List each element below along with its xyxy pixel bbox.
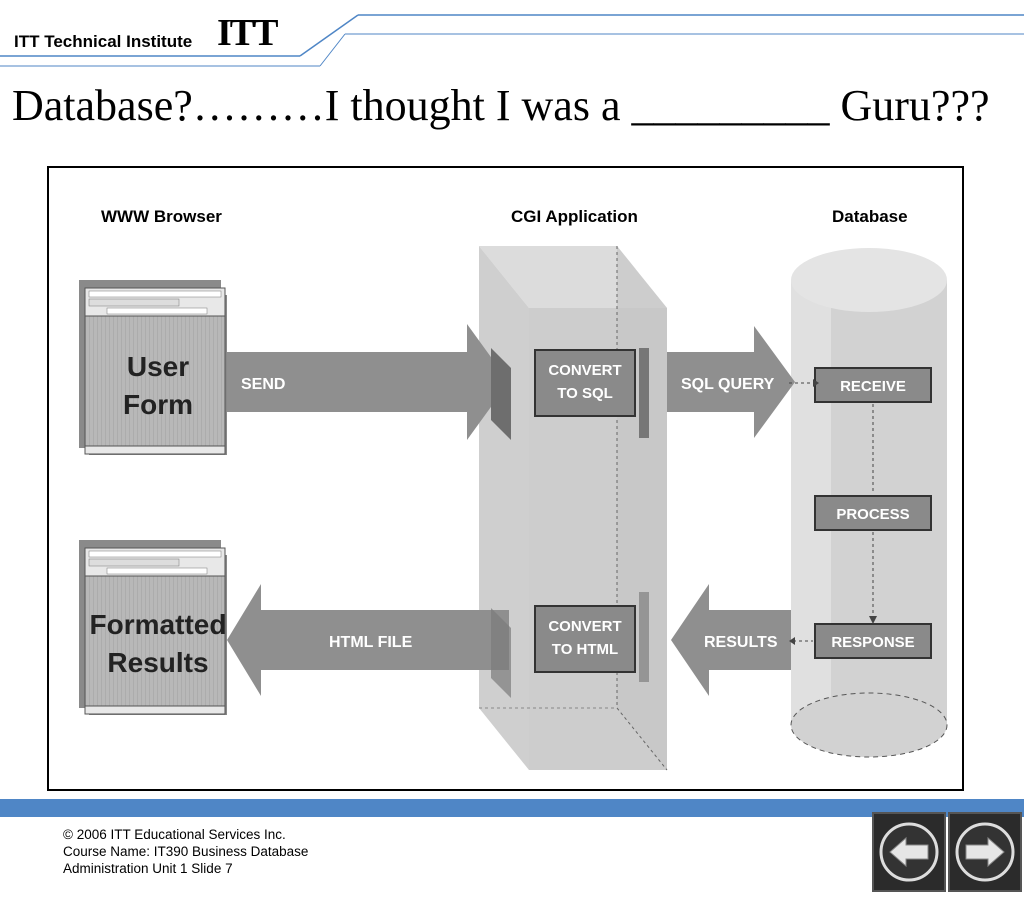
convert-to-html-line2: TO HTML [552, 641, 618, 658]
results-arrowhead-icon [789, 637, 795, 645]
slide-title: Database?………I thought I was a _________ … [12, 81, 990, 130]
diagram-canvas: WWW Browser CGI Application Database [79, 207, 948, 771]
convert-to-sql-line2: TO SQL [557, 385, 613, 402]
formatted-results-window: Formatted Results [79, 540, 227, 715]
results-arrow: RESULTS [671, 584, 791, 696]
receive-label: RECEIVE [840, 378, 906, 395]
html-file-arrow: HTML FILE [227, 584, 511, 698]
receive-box: RECEIVE [814, 367, 932, 403]
browser-column-label: WWW Browser [101, 207, 222, 226]
itt-logo: ITT [217, 12, 279, 54]
footer-bar [0, 799, 1024, 817]
send-label: SEND [241, 376, 285, 393]
brand-name: ITT Technical Institute [14, 32, 193, 51]
left-arrow-icon [879, 822, 939, 882]
results-label: RESULTS [704, 634, 778, 651]
send-arrow: SEND [227, 324, 511, 440]
architecture-diagram: WWW Browser CGI Application Database [47, 166, 964, 791]
footer-course-name: Course Name: IT390 Business Database [63, 844, 309, 859]
cgi-column-label: CGI Application [511, 207, 638, 226]
user-form-window: User Form [79, 280, 227, 455]
user-form-title-line1: User [127, 351, 189, 382]
convert-to-html-line1: CONVERT [548, 618, 621, 635]
html-file-label: HTML FILE [329, 634, 413, 651]
formatted-results-title-line2: Results [107, 647, 208, 678]
convert-to-sql-box: CONVERT TO SQL [534, 348, 649, 438]
response-box: RESPONSE [814, 623, 932, 659]
process-box: PROCESS [814, 495, 932, 531]
receive-arrowhead-icon [813, 379, 819, 387]
footer-copyright: © 2006 ITT Educational Services Inc. [63, 827, 286, 842]
header-decorative-lines [0, 14, 1024, 67]
previous-slide-button[interactable] [872, 812, 946, 892]
database-column-label: Database [832, 207, 908, 226]
flow-connectors [789, 382, 874, 642]
next-slide-button[interactable] [948, 812, 1022, 892]
convert-to-html-box: CONVERT TO HTML [534, 592, 649, 682]
formatted-results-title-line1: Formatted [90, 609, 227, 640]
convert-to-sql-line1: CONVERT [548, 362, 621, 379]
sql-query-arrow: SQL QUERY [667, 326, 795, 438]
footer-text: © 2006 ITT Educational Services Inc. Cou… [63, 826, 308, 877]
response-label: RESPONSE [831, 634, 914, 651]
response-arrowhead-icon [869, 616, 877, 624]
user-form-title-line2: Form [123, 389, 193, 420]
right-arrow-icon [955, 822, 1015, 882]
footer-slide-info: Administration Unit 1 Slide 7 [63, 861, 233, 876]
slide-header: ITT Technical Institute ITT [0, 0, 1024, 70]
process-label: PROCESS [836, 506, 909, 523]
sql-query-label: SQL QUERY [681, 376, 775, 393]
